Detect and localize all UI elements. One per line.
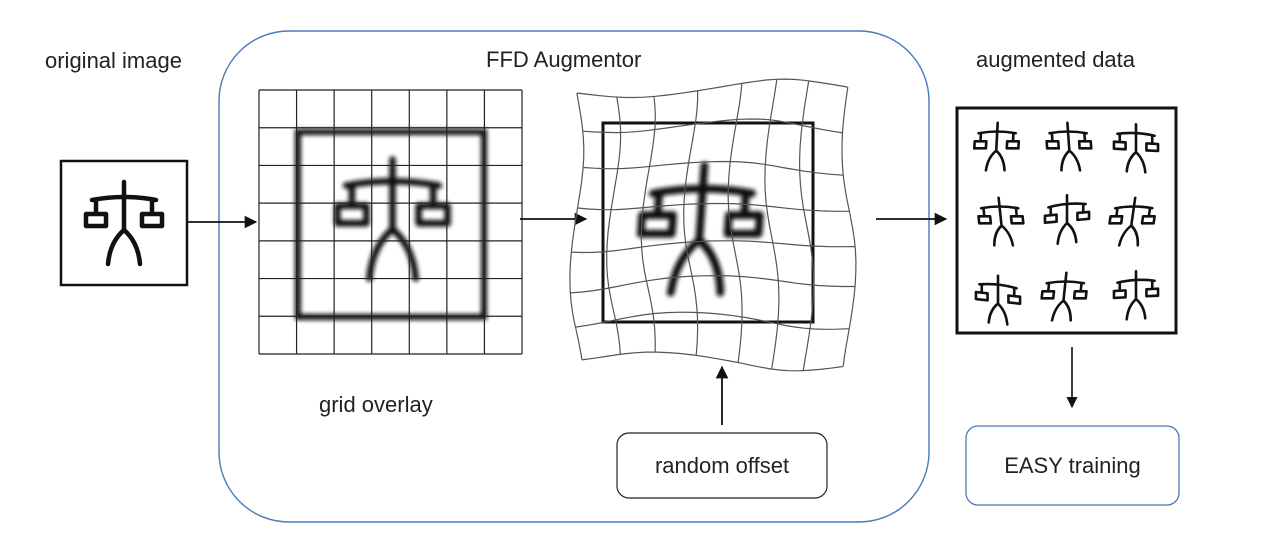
deformed-grid (569, 78, 857, 372)
warped-grid-line (576, 78, 848, 99)
warped-grid-line (841, 87, 857, 367)
warped-grid-line (582, 118, 843, 134)
warped-grid-line (583, 160, 844, 176)
easy-training-box (965, 425, 1180, 506)
easy-training-label: EASY training (1004, 452, 1141, 478)
warped-grid-line (764, 79, 780, 370)
augmented-data-panel (955, 106, 1178, 335)
warped-grid-line (640, 96, 656, 353)
warped-grid-line (606, 97, 622, 355)
grid-overlay-image (258, 89, 523, 355)
random-offset-label: random offset (654, 452, 790, 478)
random-offset-box (616, 432, 828, 499)
warped-grid-line (727, 83, 743, 363)
warped-grid-line (570, 274, 855, 294)
grid-overlay-label: grid overlay (319, 392, 433, 417)
warped-image (569, 78, 857, 372)
warped-grid-line (577, 202, 850, 212)
ffd-augmentor-label: FFD Augmentor (486, 47, 642, 72)
augmented-data-label: augmented data (976, 47, 1136, 72)
warped-grid-line (581, 351, 844, 372)
original-image (59, 159, 189, 287)
warped-grid-line (569, 92, 585, 361)
warped-grid-line (571, 240, 856, 254)
ffd-augmentor-container (218, 30, 930, 523)
warped-grid-line (575, 311, 850, 330)
warped-grid-line (683, 90, 699, 356)
regular-grid (258, 89, 523, 355)
warped-grid-line (798, 80, 815, 371)
original-image-label: original image (45, 48, 182, 73)
